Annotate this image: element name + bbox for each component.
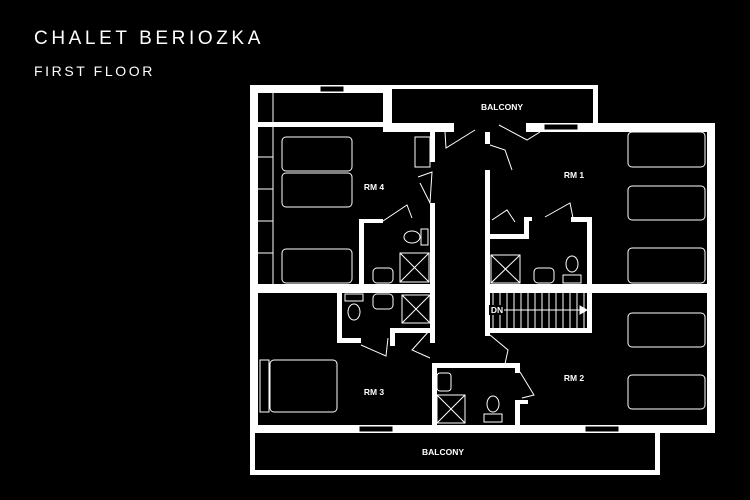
stairs-down-label: DN [491, 305, 503, 315]
chalet-title: CHALET BERIOZKA [34, 28, 264, 49]
bed [627, 185, 706, 221]
room-label-rm3: RM 3 [364, 387, 385, 397]
bed [281, 248, 353, 284]
balcony-bottom-label: BALCONY [422, 447, 464, 457]
bed [269, 359, 338, 413]
bed [281, 172, 353, 208]
doors [360, 124, 574, 399]
balcony-top-label: BALCONY [481, 102, 523, 112]
room-label-rm1: RM 1 [564, 170, 585, 180]
room-label-rm2: RM 2 [564, 373, 585, 383]
staircase [492, 293, 589, 328]
bed [627, 312, 706, 348]
fixtures [344, 228, 582, 424]
walls [250, 85, 715, 475]
room-label-rm4: RM 4 [364, 182, 385, 192]
arrow-right-icon [579, 305, 589, 315]
bed-headboard [259, 359, 270, 413]
bed [627, 131, 706, 168]
floor-subtitle: FIRST FLOOR [34, 63, 155, 79]
bed [627, 374, 706, 410]
bed [627, 247, 706, 284]
desk [414, 136, 431, 168]
bed [281, 136, 353, 172]
beds [259, 131, 706, 413]
windows [319, 85, 620, 433]
